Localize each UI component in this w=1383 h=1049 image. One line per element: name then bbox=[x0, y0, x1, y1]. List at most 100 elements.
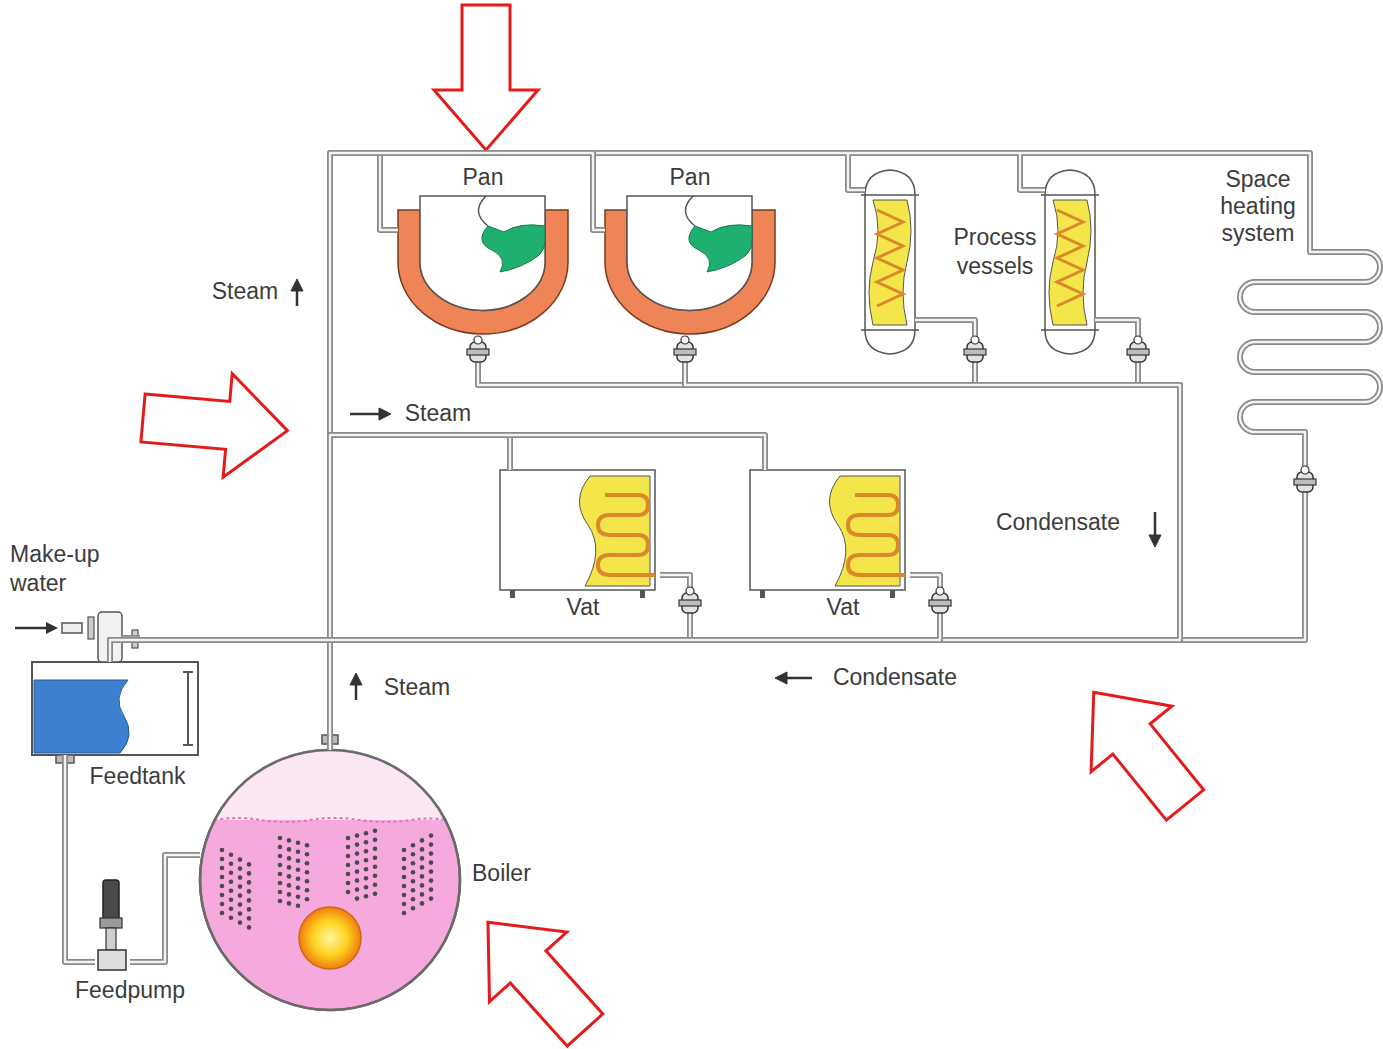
boiler-tube bbox=[296, 886, 301, 891]
boiler-tube bbox=[420, 883, 425, 888]
steam-pan bbox=[605, 196, 775, 334]
boiler-tube bbox=[229, 898, 234, 903]
steam-label: Steam bbox=[395, 399, 481, 428]
boiler-tube bbox=[429, 842, 434, 847]
pipe bbox=[110, 575, 690, 662]
boiler-tube bbox=[346, 881, 351, 886]
steam-trap bbox=[964, 336, 986, 362]
flow-arrow bbox=[291, 279, 303, 291]
pipe bbox=[130, 855, 200, 962]
pipe-connector bbox=[330, 435, 765, 750]
boiler-tube bbox=[355, 896, 360, 901]
boiler-tubes bbox=[220, 829, 434, 930]
process-vessel bbox=[861, 329, 919, 331]
pipe bbox=[110, 575, 690, 662]
feedtank-body bbox=[183, 671, 193, 673]
boiler-tube bbox=[402, 902, 407, 907]
pipe bbox=[64, 755, 66, 792]
boiler-tube bbox=[411, 861, 416, 866]
heating-vat bbox=[579, 476, 650, 586]
pipe bbox=[65, 792, 95, 962]
steam-pan bbox=[420, 196, 545, 310]
make-up-fitting bbox=[88, 617, 94, 639]
flow-arrow bbox=[350, 413, 382, 416]
feedtank-body bbox=[32, 662, 198, 755]
boiler-tube bbox=[238, 857, 243, 862]
boiler-tube bbox=[229, 889, 234, 894]
boiler-tube bbox=[355, 851, 360, 856]
boiler-tube bbox=[411, 852, 416, 857]
trap-flange bbox=[674, 349, 696, 355]
boiler-tube bbox=[305, 897, 310, 902]
pipe bbox=[330, 435, 510, 750]
pipe bbox=[130, 855, 200, 962]
flow-arrow bbox=[350, 673, 362, 685]
heating-vat bbox=[750, 470, 905, 590]
boiler-tube bbox=[373, 892, 378, 897]
make-up-fitting bbox=[62, 623, 82, 633]
boiler-tube bbox=[220, 893, 225, 898]
steam-pan bbox=[627, 196, 752, 310]
boiler-tube bbox=[364, 831, 369, 836]
process-vessel bbox=[1057, 210, 1083, 306]
pipe bbox=[595, 153, 1380, 640]
feedpump-body bbox=[100, 918, 122, 928]
boiler-tube bbox=[278, 836, 283, 841]
boiler-tube bbox=[429, 896, 434, 901]
boiler-tube bbox=[420, 892, 425, 897]
boiler-tube bbox=[287, 874, 292, 879]
pipe bbox=[330, 435, 765, 750]
trap-flange bbox=[929, 600, 951, 606]
boiler-tube bbox=[296, 895, 301, 900]
boiler-tube bbox=[278, 881, 283, 886]
boiler-tube bbox=[220, 875, 225, 880]
make-up-fitting bbox=[15, 627, 50, 630]
boiler-node: Boiler bbox=[200, 750, 460, 1010]
process-vessel bbox=[1045, 170, 1095, 354]
heating-vat bbox=[750, 470, 905, 598]
pointer-arrow bbox=[434, 5, 538, 150]
boiler-tube bbox=[278, 845, 283, 850]
trap-flange bbox=[1294, 479, 1316, 485]
pipe bbox=[330, 153, 398, 750]
boiler-tube bbox=[402, 857, 407, 862]
boiler-tube bbox=[364, 894, 369, 899]
boiler-tube bbox=[220, 911, 225, 916]
trap-cap bbox=[681, 336, 689, 344]
boiler-tube bbox=[296, 877, 301, 882]
feedpump-body bbox=[98, 880, 126, 970]
feedpump-body bbox=[103, 880, 119, 920]
boiler-tube bbox=[238, 893, 243, 898]
trap-cap bbox=[936, 587, 944, 595]
flow-arrow bbox=[1154, 512, 1157, 538]
boiler-tube bbox=[373, 874, 378, 879]
boiler-tube bbox=[247, 907, 252, 912]
trap-cap bbox=[1134, 336, 1142, 344]
boiler-tube bbox=[364, 876, 369, 881]
pipe-connector bbox=[110, 575, 690, 662]
equipment-label: Feedpump bbox=[60, 977, 200, 1004]
boiler-tube bbox=[411, 879, 416, 884]
steam-pan bbox=[478, 196, 488, 226]
trap-flange bbox=[679, 600, 701, 606]
boiler-tube bbox=[346, 836, 351, 841]
boiler-tube bbox=[238, 875, 243, 880]
steam-label: Steam bbox=[200, 277, 290, 306]
boiler-tube bbox=[373, 838, 378, 843]
steam-trap bbox=[1127, 336, 1149, 362]
boiler-tube bbox=[278, 863, 283, 868]
boiler-tube bbox=[402, 848, 407, 853]
flow-arrow bbox=[1149, 535, 1161, 547]
boiler-tube bbox=[411, 870, 416, 875]
pipe-connector bbox=[110, 340, 1180, 662]
heating-vat bbox=[500, 470, 655, 590]
feedpump-body bbox=[98, 950, 126, 970]
condensate-label: Condensate bbox=[978, 508, 1138, 537]
label-box: Steam bbox=[200, 277, 290, 306]
boiler-tube bbox=[247, 871, 252, 876]
boiler-tube bbox=[429, 860, 434, 865]
pipe bbox=[1020, 153, 1045, 190]
boiler-tube bbox=[402, 866, 407, 871]
